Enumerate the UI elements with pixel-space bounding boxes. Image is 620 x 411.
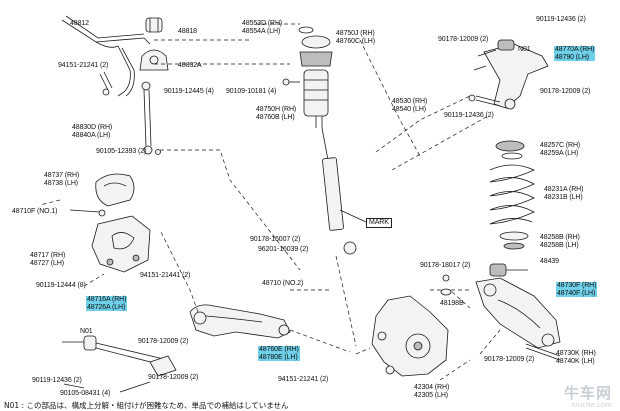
label-48710-NO2: 48710 (NO.2)	[262, 280, 304, 287]
bracket-48832A	[139, 49, 169, 71]
label-48770A: 48770A (RH) 48790 (LH)	[554, 46, 596, 62]
label-48439: 48439	[540, 258, 559, 265]
label-90105-12393: 90105-12393 (2)	[96, 148, 147, 155]
mount-nut	[282, 26, 314, 86]
label-48730K: 48730K (RH) 48740K (LH)	[556, 350, 596, 365]
label-94151-21441: 94151-21441 (2)	[140, 272, 191, 279]
watermark-title: 牛车网	[563, 384, 612, 402]
label-48257C: 48257C (RH) 48259A (LH)	[540, 142, 581, 157]
bolt-bottom-right	[525, 343, 561, 361]
label-N01-right: N01	[518, 46, 531, 53]
label-94151-21241-b: 94151-21241 (2)	[278, 376, 329, 383]
upper-arm-48770	[473, 39, 549, 110]
label-94151-21241-a: 94151-21241 (2)	[58, 62, 109, 69]
label-90105-08431: 90105-08431 (4)	[60, 390, 111, 397]
label-48818: 48818	[178, 28, 197, 35]
bolt-upper-right	[468, 94, 501, 107]
knuckle-42304	[371, 295, 449, 377]
label-90178-12009-top: 90178-12009 (2)	[438, 36, 489, 43]
label-90109-10181: 90109-10181 (4)	[226, 88, 277, 95]
label-90178-12009-d: 90178-12009 (2)	[484, 356, 535, 363]
label-90178-18017: 90178-18017 (2)	[420, 262, 471, 269]
lower-arm-48730	[475, 277, 561, 349]
label-90119-12436-b: 90119-12436 (2)	[444, 112, 494, 119]
label-90119-12444: 90119-12444 (8)	[36, 282, 86, 289]
label-48258B: 48258B (RH) 48258B (LH)	[540, 234, 580, 249]
label-mark: MARK	[366, 218, 392, 228]
label-48832A: 48832A	[178, 62, 202, 69]
label-90178-12009-c: 90178-12009 (2)	[540, 88, 591, 95]
washer-48198	[440, 274, 452, 296]
label-48198B: 48198B	[440, 300, 464, 307]
label-90178-12009-a: 90178-12009 (2)	[138, 338, 189, 345]
label-48750H: 48750H (RH) 48760B (LH)	[256, 106, 297, 121]
stabilizer-bar	[61, 15, 151, 97]
label-96201-16039: 96201-16039 (2)	[258, 246, 309, 253]
bushing-48818	[145, 17, 163, 33]
label-48812: 48812	[70, 20, 89, 27]
coil-spring	[489, 140, 535, 250]
lower-arm-48710	[189, 304, 291, 339]
watermark-sub: niuche.com	[571, 401, 612, 409]
lower-link-left	[62, 335, 177, 393]
label-90119-12445: 90119-12445 (4)	[164, 88, 214, 95]
label-48553D: 48553D (RH) 48554A (LH)	[242, 20, 283, 35]
label-48530: 48530 (RH) 48540 (LH)	[392, 98, 428, 113]
label-48830: 48830D (RH) 48840A (LH)	[72, 124, 113, 139]
label-48730F: 48730F (RH) 48740F (LH)	[556, 282, 598, 298]
label-N01-left: N01	[80, 328, 93, 335]
label-90178-12009-b: 90178-12009 (2)	[148, 374, 199, 381]
label-48737: 48737 (RH) 48738 (LH)	[44, 172, 80, 187]
bushing-48439	[489, 263, 528, 277]
insulator-48737	[95, 173, 135, 207]
stabilizer-link	[141, 81, 161, 155]
bolt-94151	[99, 71, 113, 96]
label-48750J: 48750J (RH) 48760C (LH)	[336, 30, 375, 45]
shock-absorber	[299, 35, 367, 255]
bracket-48710F	[69, 209, 106, 217]
support-48717	[91, 215, 151, 273]
label-90178-16007: 90178-16007 (2)	[250, 236, 301, 243]
label-48760E: 48760E (RH) 48780E (LH)	[258, 346, 300, 362]
label-48716A: 48716A (RH) 48726A (LH)	[86, 296, 128, 312]
label-90119-12436-a: 90119-12436 (2)	[32, 377, 82, 384]
label-42304: 42304 (RH) 42305 (LH)	[414, 384, 450, 399]
footer-note: N01 : この部品は、構成上分解・組付けが困難なため、単品での補給はしていませ…	[4, 401, 289, 410]
label-48717: 48717 (RH) 48727 (LH)	[30, 252, 66, 267]
label-90119-12436-top: 90119-12436 (2)	[536, 16, 586, 23]
label-48710F: 48710F (NO.1)	[12, 208, 58, 215]
label-48231A: 48231A (RH) 48231B (LH)	[544, 186, 584, 201]
